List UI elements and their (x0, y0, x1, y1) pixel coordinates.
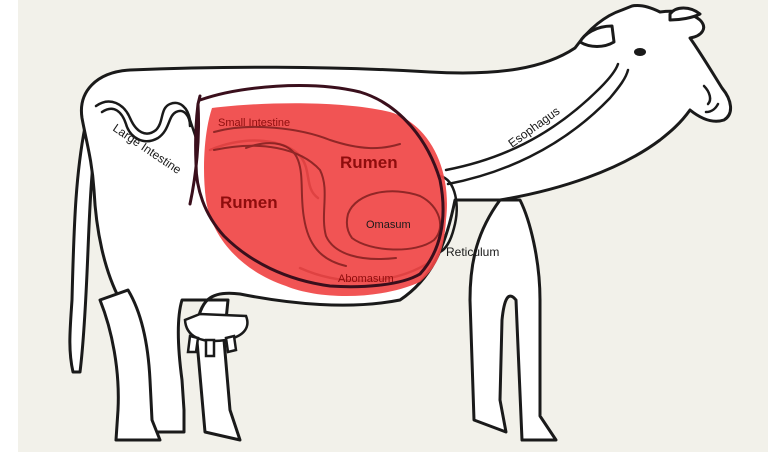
label-omasum: Omasum (366, 219, 411, 231)
label-rumen-lower: Rumen (220, 193, 278, 212)
cow-eye (634, 48, 646, 56)
label-rumen-upper: Rumen (340, 153, 398, 172)
label-reticulum: Reticulum (446, 245, 499, 259)
label-small-intestine: Small Intestine (218, 117, 290, 129)
label-abomasum: Abomasum (338, 273, 394, 285)
